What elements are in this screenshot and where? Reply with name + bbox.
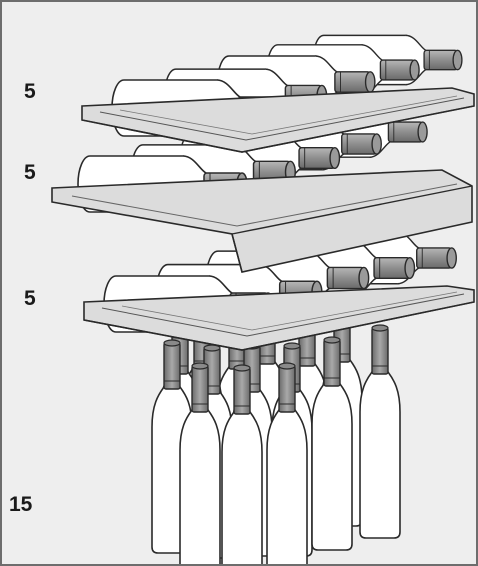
count-label-middle-shelf: 5 — [24, 161, 36, 184]
shelf-lower — [83, 231, 475, 351]
standing-bottles — [151, 312, 401, 564]
count-label-lower-shelf: 5 — [24, 287, 36, 310]
shelf-middle — [51, 106, 473, 273]
shelf-top — [81, 34, 475, 153]
count-label-top-shelf: 5 — [24, 80, 36, 103]
count-label-standing-bottles: 15 — [9, 493, 33, 516]
